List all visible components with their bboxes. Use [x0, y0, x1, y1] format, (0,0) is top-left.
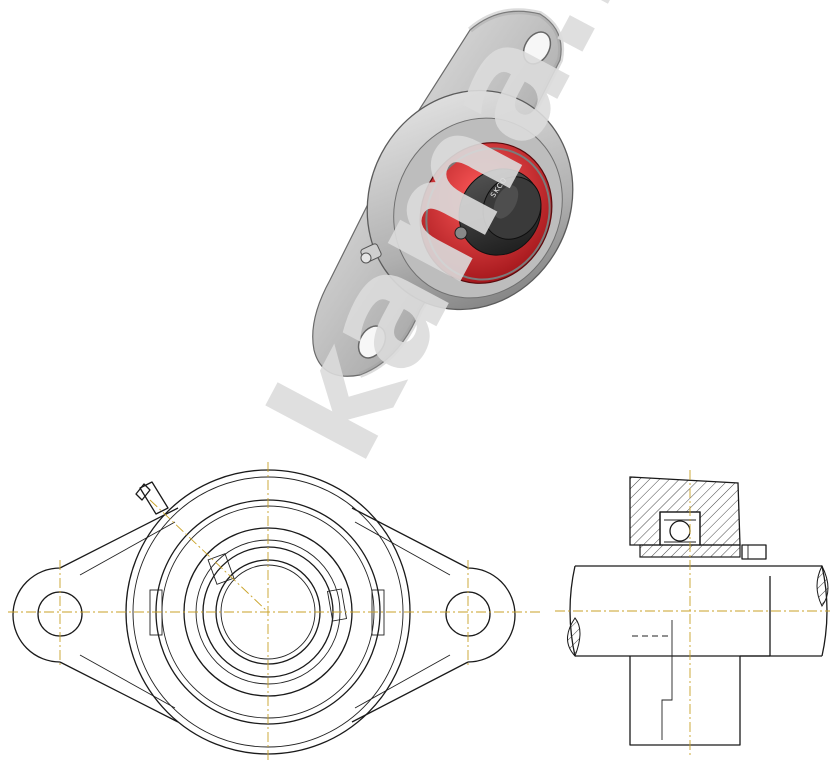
side-set-screw [741, 544, 767, 560]
side-shaft [567, 564, 829, 657]
grease-nipple [360, 243, 382, 264]
side-housing-section [629, 476, 741, 546]
front-view-drawing [8, 462, 540, 760]
side-shaft-break-right [816, 564, 829, 607]
bearing-outer-ring [425, 147, 551, 281]
mounting-hole-top [522, 31, 552, 65]
mounting-hole-bottom [357, 325, 387, 359]
side-shaft-break-left [567, 617, 581, 657]
side-housing-lower [629, 656, 741, 746]
front-grease-nipple [135, 481, 169, 515]
side-section-drawing [555, 470, 830, 755]
front-flange-outline [12, 507, 516, 723]
set-screw [454, 226, 468, 240]
side-ball [669, 520, 691, 542]
watermark: kama.ir [238, 0, 693, 487]
flange-bearing-3d-render: SKCO [312, 8, 574, 378]
watermark-text: kama.ir [238, 0, 693, 487]
